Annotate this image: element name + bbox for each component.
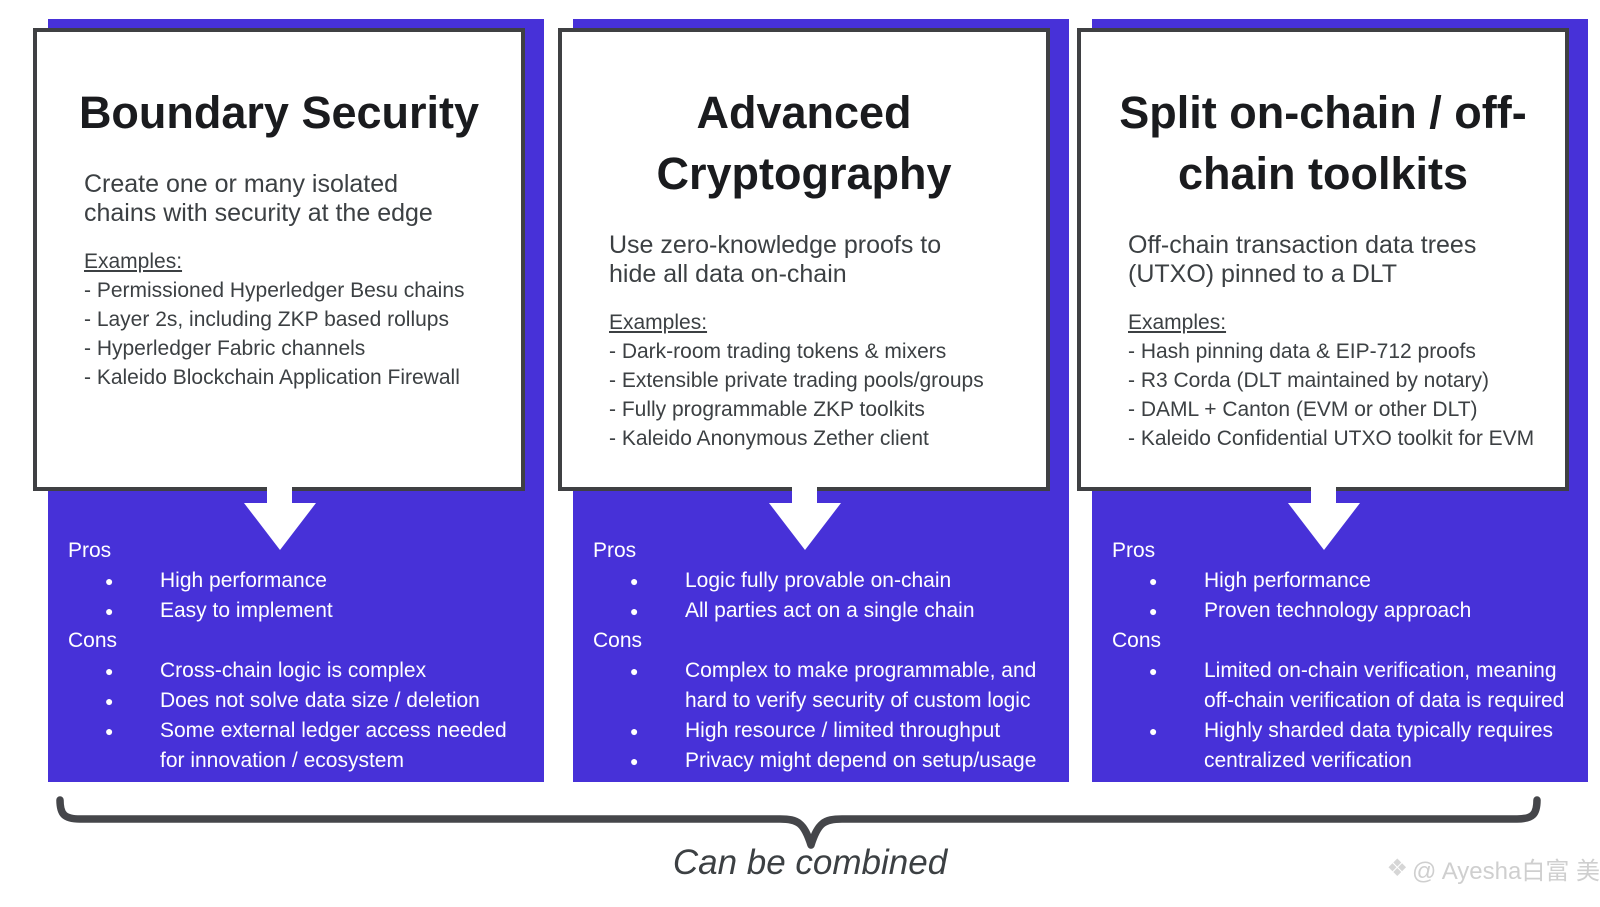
con-item: Does not solve data size / deletion xyxy=(48,686,544,716)
pro-item: Logic fully provable on-chain xyxy=(573,566,1069,596)
pro-item: Easy to implement xyxy=(48,596,544,626)
examples-list: - Permissioned Hyperledger Besu chains -… xyxy=(84,276,511,392)
examples-section: Examples: - Hash pinning data & EIP-712 … xyxy=(1081,308,1565,453)
example-item: - R3 Corda (DLT maintained by notary) xyxy=(1128,369,1490,392)
card-title: Split on-chain / off-chain toolkits xyxy=(1119,87,1527,199)
example-item: - Hash pinning data & EIP-712 proofs xyxy=(1128,340,1476,363)
column-boundary-security: Boundary Security Create one or many iso… xyxy=(33,19,545,782)
example-item: - Layer 2s, including ZKP based rollups xyxy=(84,308,449,331)
down-arrow-icon xyxy=(244,503,316,550)
example-item: - Permissioned Hyperledger Besu chains xyxy=(84,279,465,302)
pros-cons-panel: Pros High performance Proven technology … xyxy=(1092,536,1588,776)
card-subtitle: Use zero-knowledge proofs to hide all da… xyxy=(609,231,942,288)
down-arrow-icon xyxy=(769,503,841,550)
watermark: ❖ @ Ayesha白富 美 xyxy=(1386,851,1600,886)
down-arrow-icon xyxy=(1288,503,1360,550)
down-arrow-icon xyxy=(267,477,292,504)
pro-item: High performance xyxy=(1092,566,1588,596)
examples-label: Examples: xyxy=(84,250,183,273)
con-item: High resource / limited throughput xyxy=(573,716,1069,746)
footer-caption: Can be combined xyxy=(672,843,948,882)
card-subtitle: Create one or many isolated chains with … xyxy=(84,170,433,227)
cons-label: Cons xyxy=(68,629,118,652)
pros-cons-panel: Pros High performance Easy to implement … xyxy=(48,536,544,776)
con-item: Complex to make programmable, and hard t… xyxy=(573,656,1069,716)
pros-list: Logic fully provable on-chain All partie… xyxy=(573,566,1069,626)
pros-list: High performance Proven technology appro… xyxy=(1092,566,1588,626)
watermark-text: @ Ayesha白富 美 xyxy=(1412,858,1600,885)
example-item: - DAML + Canton (EVM or other DLT) xyxy=(1128,398,1478,421)
boundary-security-card: Boundary Security Create one or many iso… xyxy=(33,28,525,491)
split-toolkits-card: Split on-chain / off-chain toolkits Off-… xyxy=(1077,28,1569,491)
card-title: Advanced Cryptography xyxy=(656,87,952,199)
cons-list: Cross-chain logic is complex Does not so… xyxy=(48,656,544,776)
con-item: Highly sharded data typically requires c… xyxy=(1092,716,1588,776)
con-item: Cross-chain logic is complex xyxy=(48,656,544,686)
down-arrow-icon xyxy=(1311,477,1336,504)
example-item: - Hyperledger Fabric channels xyxy=(84,337,366,360)
column-advanced-cryptography: Advanced Cryptography Use zero-knowledge… xyxy=(558,19,1070,782)
con-item: Privacy might depend on setup/usage xyxy=(573,746,1069,776)
con-item: Limited on-chain verification, meaning o… xyxy=(1092,656,1588,716)
examples-list: - Dark-room trading tokens & mixers - Ex… xyxy=(609,337,1036,453)
pros-cons-panel: Pros Logic fully provable on-chain All p… xyxy=(573,536,1069,776)
pro-item: All parties act on a single chain xyxy=(573,596,1069,626)
diamond-logo-icon: ❖ xyxy=(1386,855,1408,882)
card-title: Boundary Security xyxy=(78,87,480,138)
cons-label: Cons xyxy=(593,629,643,652)
example-item: - Dark-room trading tokens & mixers xyxy=(609,340,947,363)
cons-list: Complex to make programmable, and hard t… xyxy=(573,656,1069,776)
pros-label: Pros xyxy=(68,539,112,562)
example-item: - Kaleido Anonymous Zether client xyxy=(609,427,929,450)
pros-label: Pros xyxy=(1112,539,1156,562)
examples-section: Examples: - Permissioned Hyperledger Bes… xyxy=(37,247,521,392)
examples-list: - Hash pinning data & EIP-712 proofs - R… xyxy=(1128,337,1555,453)
examples-label: Examples: xyxy=(1128,311,1227,334)
advanced-cryptography-card: Advanced Cryptography Use zero-knowledge… xyxy=(558,28,1050,491)
down-arrow-icon xyxy=(792,477,817,504)
examples-section: Examples: - Dark-room trading tokens & m… xyxy=(562,308,1046,453)
cons-list: Limited on-chain verification, meaning o… xyxy=(1092,656,1588,776)
card-subtitle: Off-chain transaction data trees (UTXO) … xyxy=(1128,231,1477,288)
pro-item: Proven technology approach xyxy=(1092,596,1588,626)
con-item: Some external ledger access needed for i… xyxy=(48,716,544,776)
column-split-toolkits: Split on-chain / off-chain toolkits Off-… xyxy=(1077,19,1589,782)
brace-graphic xyxy=(56,796,1541,849)
pros-label: Pros xyxy=(593,539,637,562)
example-item: - Kaleido Confidential UTXO toolkit for … xyxy=(1128,427,1535,450)
example-item: - Extensible private trading pools/group… xyxy=(609,369,984,392)
pros-list: High performance Easy to implement xyxy=(48,566,544,626)
example-item: - Fully programmable ZKP toolkits xyxy=(609,398,925,421)
examples-label: Examples: xyxy=(609,311,708,334)
pro-item: High performance xyxy=(48,566,544,596)
example-item: - Kaleido Blockchain Application Firewal… xyxy=(84,366,460,389)
cons-label: Cons xyxy=(1112,629,1162,652)
